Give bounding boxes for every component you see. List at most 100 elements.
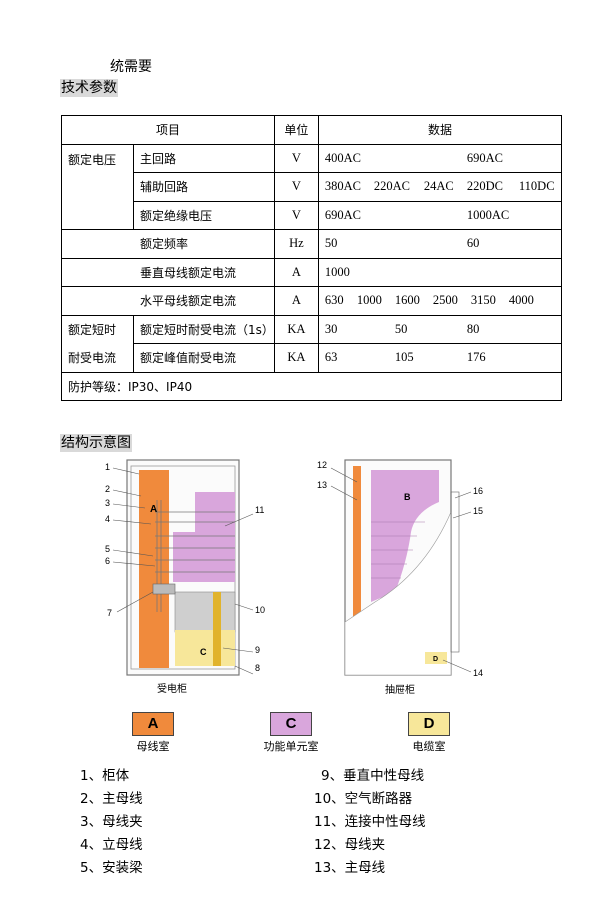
value-cell: 60: [466, 236, 480, 251]
row-values: 400AC 690AC: [317, 143, 563, 173]
list-item: 12、母线夹: [314, 837, 386, 853]
value-cell: 2500: [432, 293, 458, 308]
value-cell: 1000: [356, 293, 382, 308]
callout-label: 6: [105, 556, 110, 566]
value-cell: 690AC: [466, 150, 504, 165]
value-cell: 50: [394, 321, 408, 336]
list-item: 13、主母线: [314, 860, 386, 876]
value-cell: 50: [324, 236, 338, 251]
legend-label: 电缆室: [412, 740, 446, 753]
callout-label: 16: [473, 486, 483, 496]
callout-label: 9: [255, 645, 260, 655]
row-item: 辅助回路: [133, 172, 275, 202]
drawer-cabinet-caption: 抽屉柜: [385, 683, 415, 696]
legend-item-c: C 功能单元室: [256, 712, 326, 754]
legend-swatch: A: [132, 712, 174, 736]
value-cell: 220DC: [466, 179, 504, 194]
row-unit: V: [273, 200, 319, 230]
drawer-cabinet: B D: [344, 459, 460, 676]
list-item: 5、安装梁: [80, 860, 143, 876]
callout-label: 7: [107, 608, 112, 618]
row-item: 额定频率: [61, 229, 275, 259]
value-cell: 3150: [470, 293, 496, 308]
callout-label: 1: [105, 462, 110, 472]
legend-label: 母线室: [136, 740, 170, 753]
row-unit: KA: [273, 314, 319, 344]
table-row: 垂直母线额定电流 A 1000: [61, 257, 563, 287]
value-cell: 110DC: [518, 179, 555, 194]
list-item: 4、立母线: [80, 837, 143, 853]
legend-swatch: C: [270, 712, 312, 736]
callout-label: 11: [255, 505, 264, 515]
list-item: 11、连接中性母线: [314, 814, 426, 830]
list-item: 10、空气断路器: [314, 791, 413, 807]
structure-heading: 结构示意图: [60, 434, 132, 452]
list-item: 2、主母线: [80, 791, 143, 807]
parts-list-right: 9、垂直中性母线 10、空气断路器 11、连接中性母线 12、母线夹 13、主母…: [314, 765, 426, 880]
receiving-cabinet-caption: 受电柜: [157, 682, 187, 695]
row-item: 垂直母线额定电流: [61, 257, 275, 287]
value-cell: 80: [466, 321, 480, 336]
table-row: 额定频率 Hz 50 60: [61, 229, 563, 259]
table-row: 额定短时 耐受电流 额定短时耐受电流（1s） KA 30 50 80: [61, 314, 563, 373]
table-header-row: 项目 单位 数据: [61, 115, 563, 145]
group-line: 额定短时: [68, 322, 117, 337]
table-row: 额定绝缘电压 V 690AC 1000AC: [62, 200, 563, 230]
value-cell: 1600: [394, 293, 420, 308]
busbar-room-a: [139, 470, 169, 668]
row-item: 主回路: [133, 143, 275, 173]
value-cell: 380AC: [324, 179, 362, 194]
row-values: 630 1000 1600 2500 3150 4000: [317, 286, 563, 316]
right-callouts: 12 13 14 15 16: [317, 460, 483, 678]
receiving-cabinet: A C: [126, 459, 240, 676]
list-item: 1、柜体: [80, 768, 130, 784]
row-unit: V: [273, 172, 319, 202]
parts-list-left: 1、柜体 2、主母线 3、母线夹 4、立母线 5、安装梁: [80, 765, 143, 880]
callout-label: 14: [473, 668, 483, 678]
callout-label: 8: [255, 663, 260, 673]
structure-diagram: A C 1 2 3 4 5 6 7 8 9 10 11 受电柜: [105, 459, 483, 696]
group-rated-voltage: 额定电压: [61, 143, 134, 230]
tech-params-table: 项目 单位 数据 额定电压 主回路 V 400AC 690AC 辅助回路 V 3…: [61, 115, 563, 401]
header-fragment: 统需要: [110, 59, 152, 75]
protection-level: 防护等级：IP30、IP40: [61, 371, 562, 401]
room-letter: C: [200, 647, 207, 657]
row-unit: KA: [273, 343, 319, 373]
legend-item-d: D 电缆室: [408, 712, 450, 754]
row-item: 水平母线额定电流: [61, 286, 275, 316]
callout-label: 13: [317, 480, 327, 490]
table-footer-row: 防护等级：IP30、IP40: [61, 371, 562, 401]
value-cell: 105: [394, 350, 414, 365]
room-letter: B: [404, 492, 411, 502]
row-item: 额定峰值耐受电流: [133, 343, 275, 373]
value-cell: 4000: [508, 293, 534, 308]
value-cell: 690AC: [324, 207, 362, 222]
value-cell: 1000AC: [466, 207, 510, 222]
table-row: 辅助回路 V 380AC 220AC 24AC 220DC 110DC: [62, 172, 563, 202]
row-item: 额定绝缘电压: [133, 200, 275, 230]
value-cell: 400AC: [324, 150, 362, 165]
row-values: 63 105 176: [317, 343, 563, 373]
row-values: 30 50 80: [317, 314, 563, 344]
legend-label: 功能单元室: [263, 740, 319, 753]
left-callouts: 1 2 3 4 5 6 7 8 9 10 11: [105, 462, 265, 673]
room-letter: A: [150, 504, 157, 515]
value-cell: 63: [324, 350, 338, 365]
value-cell: 24AC: [423, 179, 454, 194]
group-short-time-withstand: 额定短时 耐受电流: [61, 314, 134, 373]
row-values: 1000: [317, 257, 563, 287]
room-letter: D: [433, 656, 438, 663]
row-unit: A: [273, 286, 319, 316]
header-data: 数据: [317, 115, 563, 145]
callout-label: 5: [105, 544, 110, 554]
callout-label: 10: [255, 605, 265, 615]
row-unit: Hz: [273, 229, 319, 259]
callout-label: 12: [317, 460, 327, 470]
callout-label: 2: [105, 484, 110, 494]
value-cell: 176: [466, 350, 486, 365]
tech-params-heading: 技术参数: [60, 79, 118, 97]
callout-label: 4: [105, 514, 110, 524]
row-item: 额定短时耐受电流（1s）: [133, 314, 275, 344]
list-item: 3、母线夹: [80, 814, 143, 830]
legend-item-a: A 母线室: [132, 712, 174, 754]
